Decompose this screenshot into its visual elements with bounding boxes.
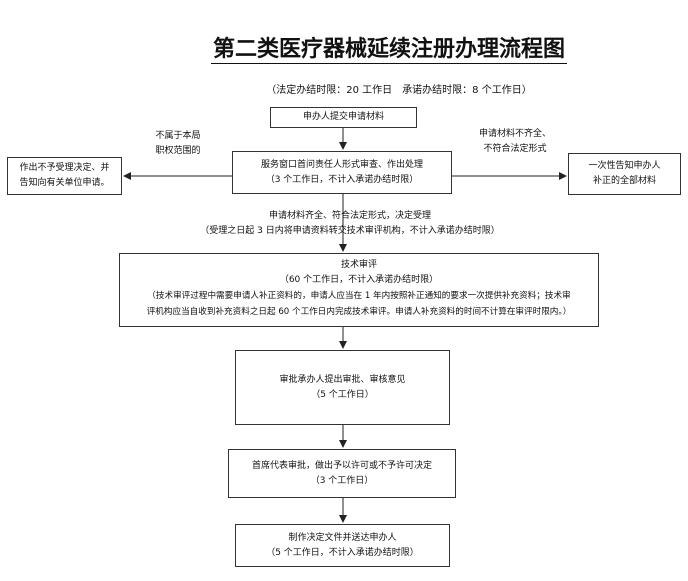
- title-text: 第二类医疗器械延续注册办理流程图: [210, 36, 567, 64]
- accepted-note: 申请材料齐全、符合法定形式，决定受理 （受理之日起 3 日内将申请资料转交技术审…: [140, 209, 560, 239]
- deliver-line1: 制作决定文件并送达申办人: [288, 532, 397, 543]
- tech-review-detail2: 评机构应当自收到补充资料之日起 60 个工作日内完成技术审评。申请人补充资料的时…: [146, 307, 572, 317]
- approval-opinion-line2: （5 个工作日）: [311, 389, 374, 400]
- supplement-line1: 一次性告知申办人: [588, 161, 661, 171]
- supplement-box: 一次性告知申办人 补正的全部材料: [568, 153, 681, 195]
- reject-line2: 告知向有关单位申请。: [19, 178, 110, 188]
- chief-decision-line2: （3 个工作日）: [310, 475, 374, 486]
- incomplete-line1: 申请材料不齐全、: [478, 129, 551, 139]
- window-review-box: 服务窗口首问责任人形式审查、作出处理 （3 个工作日，不计入承诺办结时限）: [232, 151, 452, 194]
- tech-review-title: 技术审评: [340, 260, 377, 270]
- approval-opinion-line1: 审批承办人提出审批、审核意见: [279, 374, 406, 385]
- not-in-scope-line2: 职权范围的: [155, 146, 201, 156]
- not-in-scope-note: 不属于本局 职权范围的: [128, 129, 228, 159]
- reject-box: 作出不予受理决定、并 告知向有关单位申请。: [7, 157, 122, 195]
- submit-materials-box: 申办人提交申请材料: [270, 107, 417, 128]
- deliver-box: 制作决定文件并送达申办人 （5 个工作日，不计入承诺办结时限）: [235, 524, 450, 567]
- tech-review-time: （60 个工作日，不计入承诺办结时限）: [279, 275, 439, 285]
- incomplete-line2: 不符合法定形式: [483, 144, 547, 154]
- tech-review-box: 技术审评 （60 个工作日，不计入承诺办结时限） （技术审评过程中需要申请人补正…: [119, 253, 599, 327]
- not-in-scope-line1: 不属于本局: [155, 131, 201, 141]
- reject-line1: 作出不予受理决定、并: [19, 163, 110, 173]
- accepted-line1: 申请材料齐全、符合法定形式，决定受理: [268, 211, 431, 221]
- chief-decision-line1: 首席代表审批，做出予以许可或不予许可决定: [251, 460, 432, 471]
- window-review-line2: （3 个工作日，不计入承诺办结时限）: [265, 174, 419, 185]
- incomplete-note: 申请材料不齐全、 不符合法定形式: [455, 127, 575, 157]
- deliver-line2: （5 个工作日，不计入承诺办结时限）: [266, 547, 419, 558]
- chief-decision-box: 首席代表审批，做出予以许可或不予许可决定 （3 个工作日）: [228, 449, 456, 498]
- accepted-line2: （受理之日起 3 日内将申请资料转交技术审评机构，不计入承诺办结时限）: [200, 226, 500, 236]
- approval-opinion-box: 审批承办人提出审批、审核意见 （5 个工作日）: [235, 350, 450, 425]
- tech-review-detail1: （技术审评过程中需要申请人补正资料的，申请人应当在 1 年内按照补正通知的要求一…: [147, 291, 571, 301]
- window-review-line1: 服务窗口首问责任人形式审查、作出处理: [260, 159, 423, 170]
- submit-label: 申办人提交申请材料: [302, 112, 384, 122]
- page-title: 第二类医疗器械延续注册办理流程图: [0, 31, 688, 64]
- time-limit-subtitle: （法定办结时限：20 工作日 承诺办结时限：8 个工作日）: [266, 85, 532, 96]
- supplement-line2: 补正的全部材料: [592, 176, 656, 186]
